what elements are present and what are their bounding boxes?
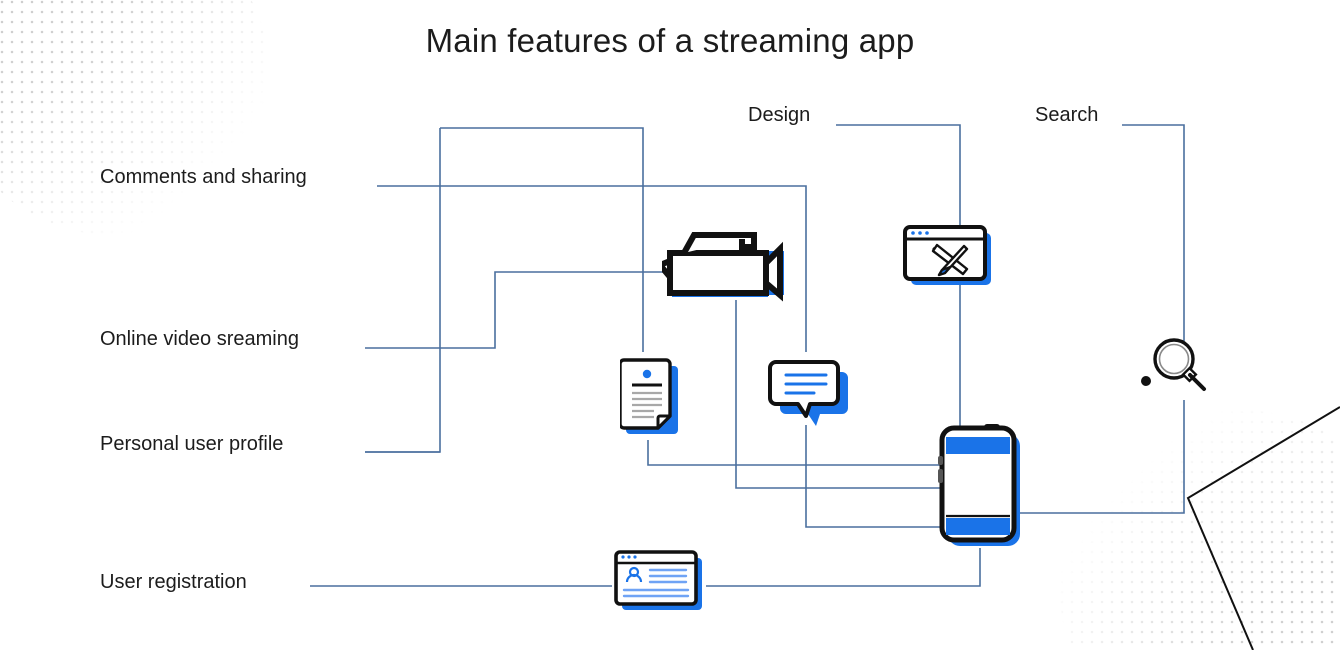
label-online-video-sreaming: Online video sreaming [100, 328, 299, 350]
connector-search-hub [1013, 400, 1185, 514]
connector-bubble-hub [805, 425, 1005, 528]
connector-camera-hub [735, 300, 1005, 489]
page-title: Main features of a streaming app [425, 22, 915, 59]
label-user-registration: User registration [100, 571, 247, 593]
connector-streaming [365, 271, 670, 349]
connector-registration-hub [706, 548, 981, 587]
label-personal-user-profile: Personal user profile [100, 433, 284, 455]
connector-document-hub [647, 440, 1005, 466]
speech-bubble-icon [768, 358, 848, 426]
connector-camera-top [440, 127, 644, 352]
connector-design [836, 124, 961, 226]
label-search: Search [1035, 104, 1099, 126]
design-window-icon [902, 224, 994, 286]
smartphone-icon [930, 420, 1030, 552]
dot-circle-top-left [0, 0, 360, 360]
magnifier-icon [1136, 337, 1220, 401]
connector-comments [377, 185, 807, 352]
connector-search [1122, 124, 1185, 341]
chevron-line-bottom-right [1186, 406, 1340, 650]
dot-circle-bottom-right [1040, 400, 1340, 650]
label-comments-and-sharing: Comments and sharing [100, 166, 307, 188]
document-profile-icon [618, 356, 686, 442]
video-camera-icon [655, 225, 790, 307]
registration-window-icon [612, 548, 708, 614]
connector-camera-column [365, 128, 441, 453]
label-design: Design [748, 104, 811, 126]
